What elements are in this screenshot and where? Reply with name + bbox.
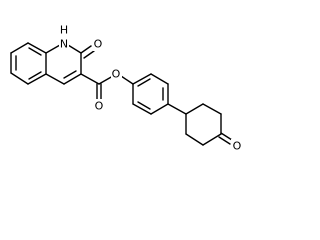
bond-c14-c15 (150, 103, 169, 115)
chemical-structure: H N O O O O (10, 24, 242, 153)
bond-c20-c21 (202, 133, 222, 146)
bond-c11-c12 (132, 73, 152, 85)
bond-c3-c4-double (28, 47, 42, 56)
atom-o-carbonyl: O (95, 100, 104, 113)
bond-c15-c16-double (137, 101, 151, 110)
atom-n: N (60, 38, 68, 51)
bond-c11-c12-double (137, 78, 151, 87)
bond-c17-c18 (185, 103, 204, 115)
bond-n-c7 (67, 44, 82, 54)
bond-c8-c9 (63, 73, 82, 85)
bond-c5-c6-double (28, 71, 42, 80)
bond-c3-c4 (27, 42, 47, 54)
bond-c15-c16 (132, 103, 152, 115)
bond-c8-c9-double (63, 70, 77, 79)
atom-o-ester: O (112, 68, 121, 81)
bond-c6-c1 (10, 72, 29, 85)
bond-c20-o-ketone-double (218, 136, 231, 145)
bond-c10-o-ester (98, 75, 114, 85)
bonds (10, 42, 233, 146)
bond-c7-o-lactam-double (83, 50, 95, 59)
bond-c8-c10 (80, 73, 100, 85)
bond-c7-o-lactam (80, 45, 92, 54)
bond-c20-o-ketone (220, 132, 233, 141)
bond-c14-c17 (167, 103, 187, 115)
bond-c21-c22 (185, 133, 204, 146)
atom-o-ketone: O (233, 140, 242, 153)
atom-labels: H N O O O O (59, 24, 242, 153)
atom-o-lactam: O (94, 38, 103, 51)
bond-c18-c19 (202, 103, 222, 115)
bond-c4-n (45, 44, 61, 54)
bond-c2-c3 (10, 42, 29, 54)
bond-o-ester-c11 (120, 75, 134, 85)
bond-c12-c13 (150, 73, 169, 85)
atom-h: H (60, 24, 68, 37)
bond-c5-c6 (27, 73, 47, 85)
bond-c9-c5 (45, 73, 65, 85)
